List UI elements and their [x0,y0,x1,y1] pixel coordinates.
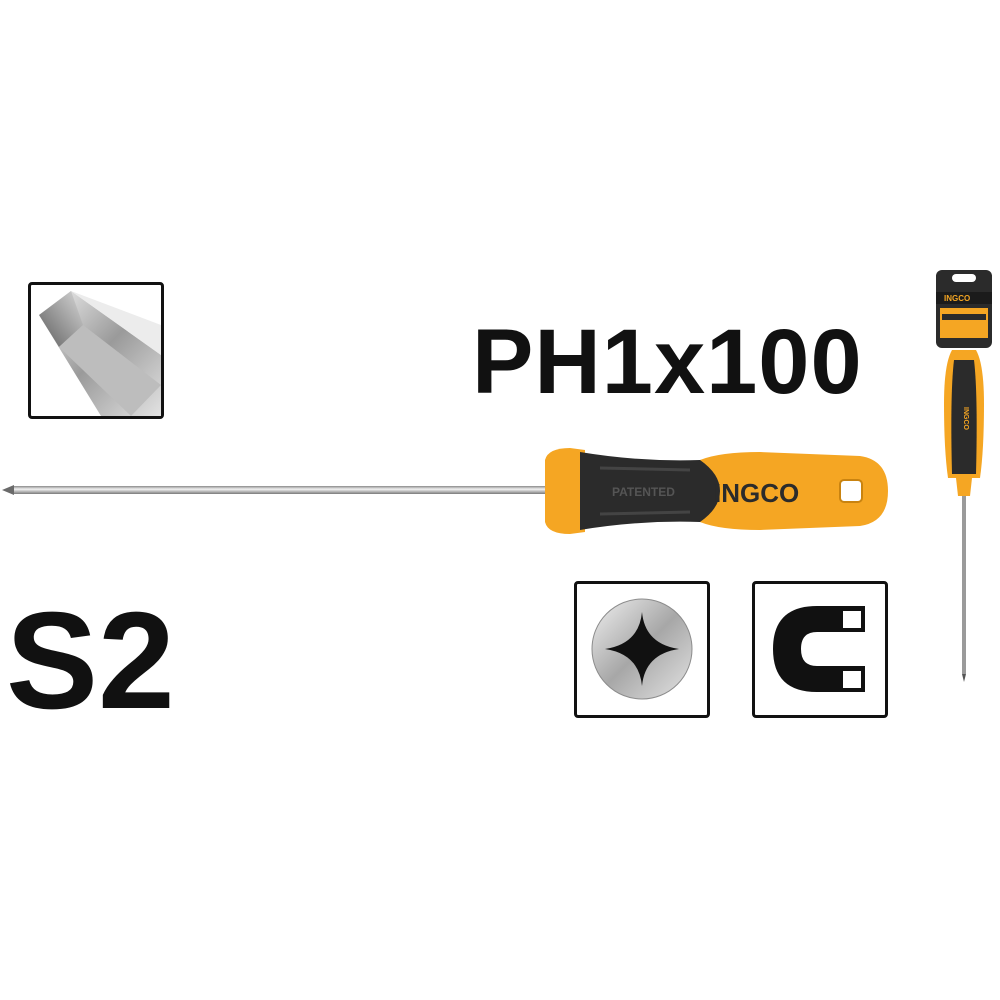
package-brand: INGCO [944,294,970,303]
magnet-box [752,581,888,718]
model-label: PH1x100 [472,311,863,413]
magnetic-tip-icon [773,606,865,692]
screwdriver-shaft [14,486,554,494]
phillips-tip-icon [39,291,161,416]
phillips-screw-head-icon [591,598,693,700]
tip-closeup-box [28,282,164,419]
material-label: S2 [6,584,175,738]
handle-imprint: PATENTED [612,485,675,499]
svg-text:INGCO: INGCO [962,407,969,431]
handle-brand: INGCO [714,478,799,508]
packaged-screwdriver-image: INGCO INGCO [936,270,992,682]
screwdriver-tip [2,485,14,495]
screwdriver-image: PATENTED INGCO [2,448,888,534]
screw-head-box [574,581,710,718]
